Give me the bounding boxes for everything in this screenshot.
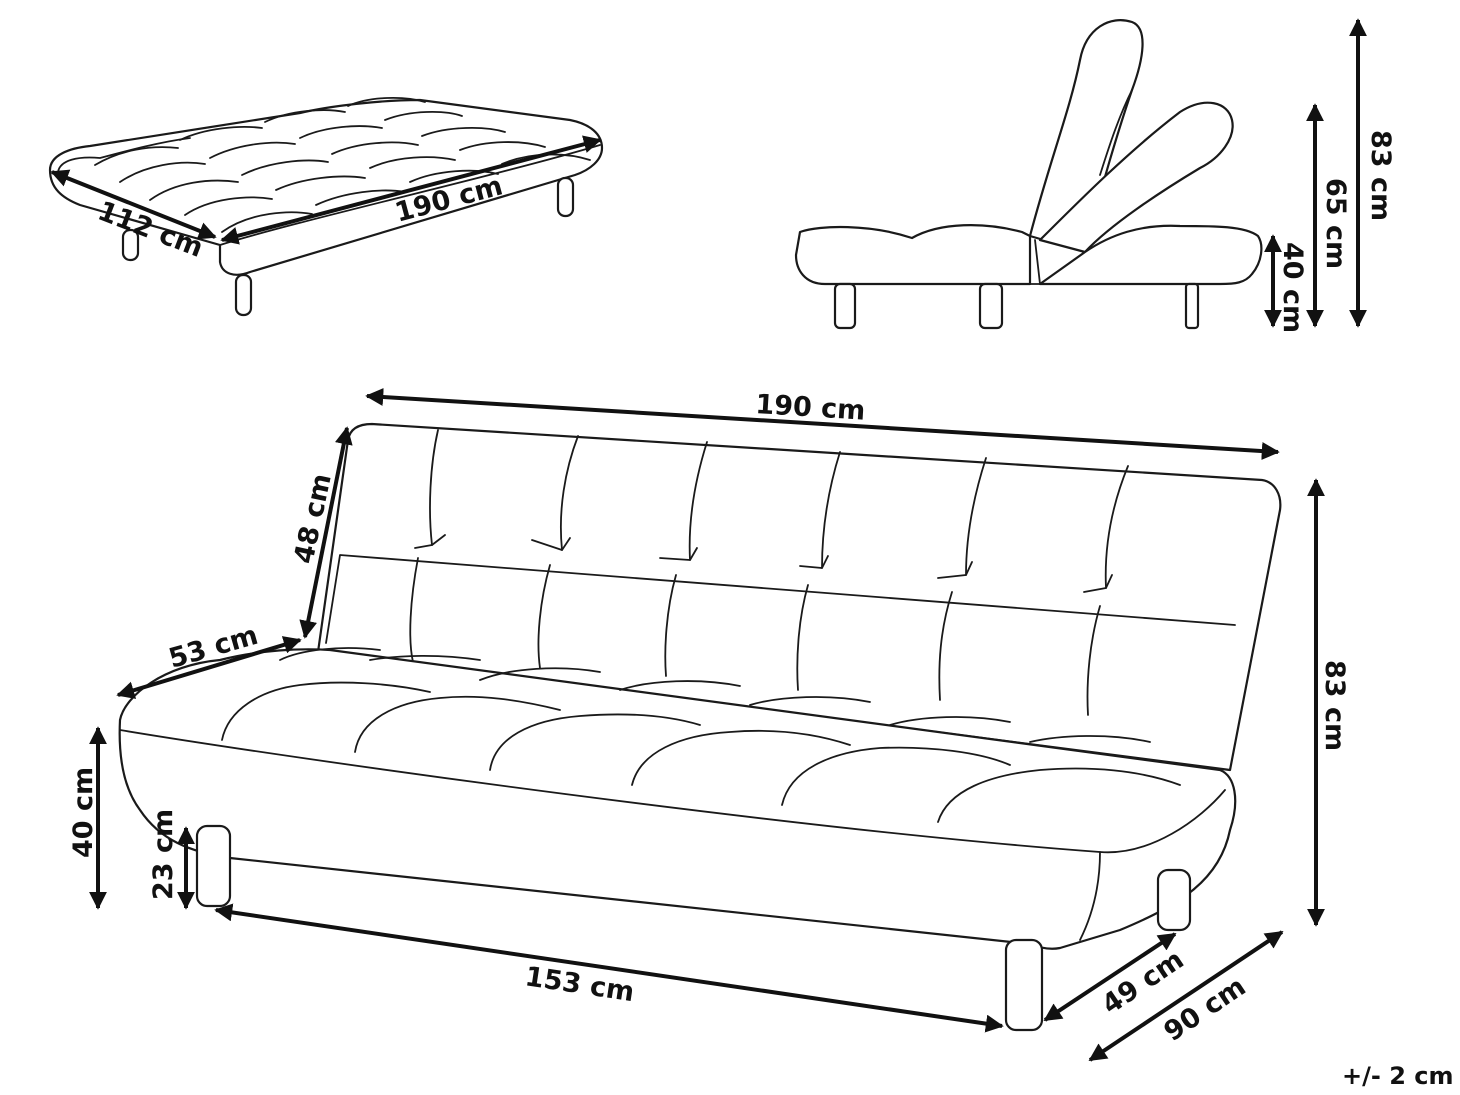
side-total-height-label: 83 cm: [1365, 130, 1396, 221]
side-view: 83 cm 65 cm 40 cm: [794, 18, 1396, 333]
total-depth-arrow: [1088, 930, 1284, 1062]
total-height-label: 83 cm: [1319, 660, 1350, 751]
leg-span-arrow: [214, 903, 1004, 1033]
side-view-leg: [1184, 282, 1200, 330]
front-view: 190 cm 48 cm 53 cm 40 cm 23 cm 153 cm 83…: [68, 388, 1350, 1062]
front-width-label: 190 cm: [755, 389, 867, 427]
side-view-leg: [833, 282, 857, 330]
front-view-leg: [1156, 868, 1192, 932]
seat-depth-arrow: [116, 636, 302, 699]
flat-bed-view: 112 cm 190 cm: [48, 97, 604, 317]
front-view-leg: [195, 824, 232, 908]
side-back-height-label: 65 cm: [1320, 178, 1351, 269]
side-seat-height-label: 40 cm: [1277, 242, 1308, 333]
flat-bed-leg: [556, 176, 575, 218]
flat-bed-depth-arrow: [50, 169, 217, 240]
flat-bed-leg: [234, 273, 253, 317]
flat-bed-width-arrow: [220, 135, 602, 245]
front-width-arrow: [365, 388, 1280, 460]
tolerance-note: +/- 2 cm: [1342, 1062, 1453, 1090]
back-height-arrow: [299, 426, 353, 639]
leg-height-label: 23 cm: [148, 809, 179, 900]
front-view-leg: [1004, 938, 1044, 1032]
seat-height-label: 40 cm: [68, 767, 99, 858]
side-view-leg: [978, 282, 1004, 330]
